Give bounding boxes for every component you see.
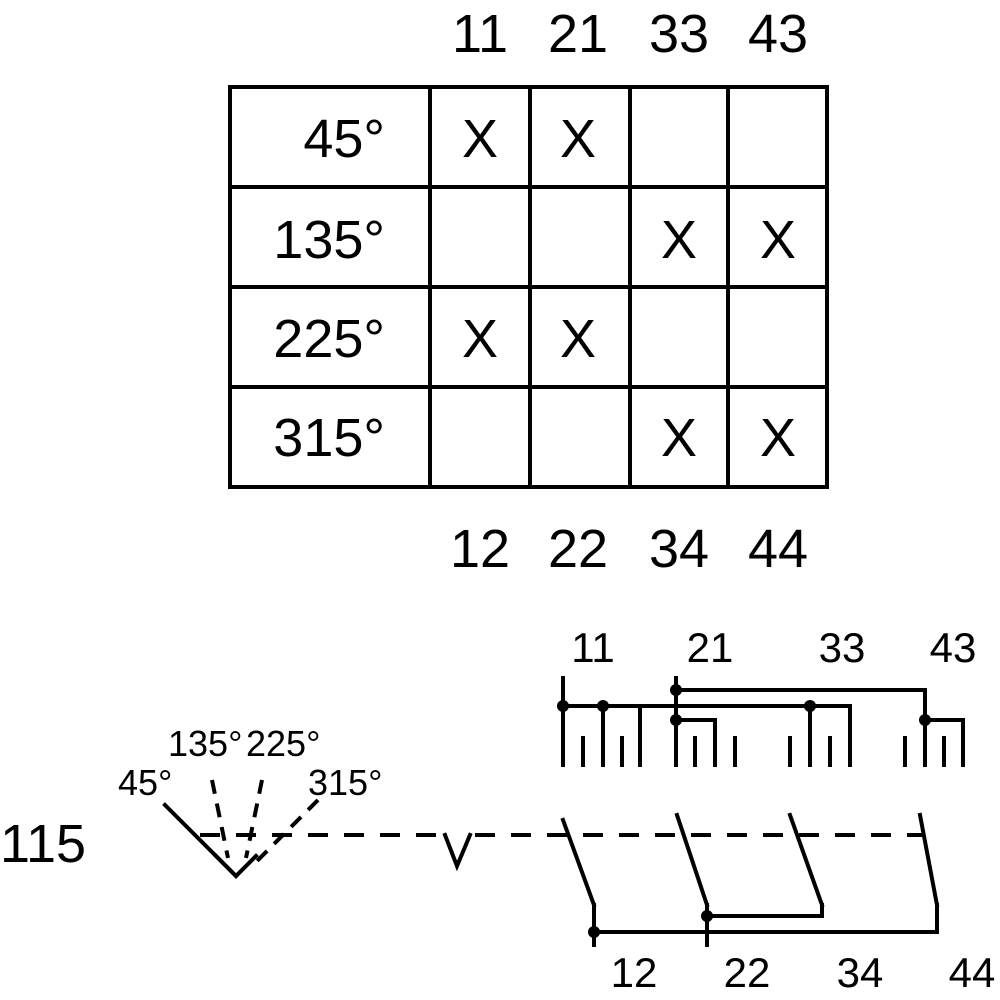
table-row-angle: 315° — [273, 408, 385, 468]
schematic-bottom-terminal: 12 — [611, 949, 658, 996]
table-bottom-terminal: 12 — [450, 519, 510, 579]
schematic-top-terminal: 33 — [819, 624, 866, 671]
rotary-selector — [162, 779, 320, 879]
table-bottom-terminal: 44 — [748, 519, 808, 579]
schematic-top-terminal: 43 — [930, 624, 977, 671]
selector-position-line — [244, 779, 264, 859]
table-cell: X — [560, 109, 596, 169]
position-label: 45° — [118, 762, 172, 803]
selector-arrowhead — [213, 853, 259, 879]
table-top-terminal: 43 — [748, 4, 808, 64]
table-cell: X — [462, 109, 498, 169]
table-top-terminal: 11 — [452, 4, 508, 64]
junction-dot — [670, 684, 682, 696]
table-top-terminal: 33 — [649, 4, 709, 64]
table-cell: X — [661, 408, 697, 468]
schematic-bottom-terminal: 34 — [837, 949, 884, 996]
schematic-bottom-terminal: 22 — [724, 949, 771, 996]
table-top-terminal: 21 — [548, 4, 608, 64]
table-cell: X — [760, 210, 796, 270]
selector-position-line — [250, 798, 320, 868]
junction-dot — [701, 910, 713, 922]
table-cell: X — [560, 309, 596, 369]
switch-contacts — [560, 812, 940, 947]
schematic-bottom-terminal: 44 — [949, 949, 996, 996]
switch-reference: 115 — [0, 814, 86, 874]
position-label: 315° — [308, 762, 382, 803]
cam-wiring — [557, 676, 965, 767]
contact-table — [228, 85, 829, 489]
selector-position-line — [210, 779, 230, 859]
table-bottom-terminal: 34 — [649, 519, 709, 579]
junction-dot — [557, 700, 569, 712]
table-row-angle: 135° — [273, 210, 385, 270]
junction-dot — [804, 700, 816, 712]
switch-contact-blade — [674, 812, 710, 908]
table-bottom-terminal: 22 — [548, 519, 608, 579]
switch-contact-blade — [917, 812, 940, 908]
table-cell: X — [760, 408, 796, 468]
linkage-break — [442, 832, 473, 872]
junction-dot — [919, 714, 931, 726]
junction-dot — [670, 714, 682, 726]
schematic-top-terminal: 11 — [571, 624, 615, 671]
table-cell: X — [462, 309, 498, 369]
junction-dot — [597, 700, 609, 712]
switch-contact-blade — [560, 817, 597, 908]
junction-dot — [588, 926, 600, 938]
switch-contact-blade — [787, 812, 825, 908]
position-label: 135° — [168, 723, 242, 764]
table-row-angle: 45° — [303, 109, 385, 169]
table-cell: X — [661, 210, 697, 270]
schematic-top-terminal: 21 — [687, 624, 734, 671]
position-label: 225° — [246, 723, 320, 764]
table-row-angle: 225° — [273, 309, 385, 369]
